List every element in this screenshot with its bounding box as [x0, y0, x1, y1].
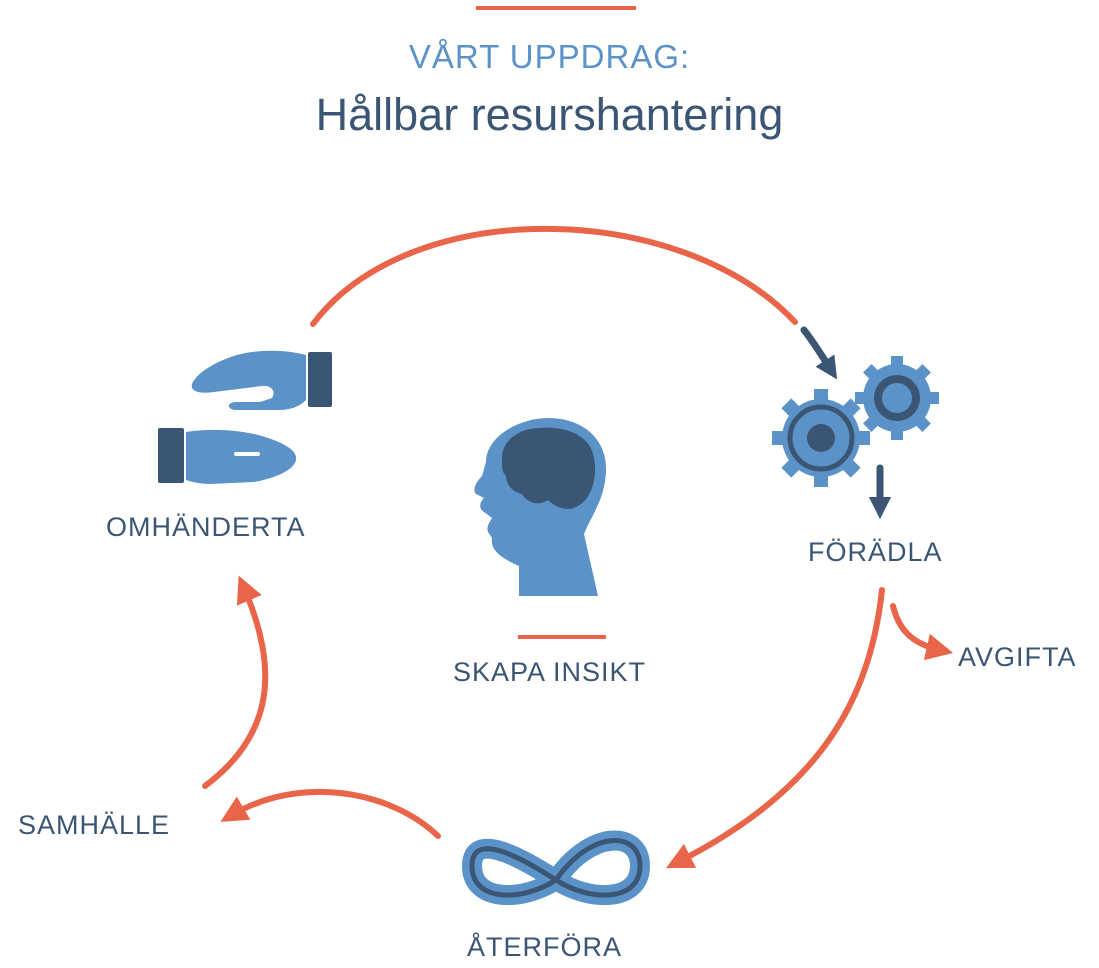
head-brain-icon: [474, 418, 606, 596]
node-label-omhanderta: OMHÄNDERTA: [106, 512, 306, 542]
node-label-avgifta: AVGIFTA: [958, 642, 1077, 672]
node-label-aterfora: ÅTERFÖRA: [467, 932, 623, 962]
arc-aterfora-to-samhalle: [220, 788, 441, 839]
arc-omhanderta-to-foradla: [310, 225, 798, 327]
infinity-icon: [462, 830, 650, 906]
center-label: SKAPA INSIKT: [452, 657, 647, 687]
arc-foradla-to-aterfora: [665, 587, 885, 869]
arc-samhalle-to-omhanderta: [202, 575, 269, 789]
gears-icon: [772, 326, 939, 520]
hands-icon: [158, 350, 332, 484]
node-label-foradla: FÖRÄDLA: [808, 537, 943, 567]
arc-foradla-to-avgifta: [890, 603, 954, 661]
node-label-samhalle: SAMHÄLLE: [18, 810, 171, 840]
mission-eyebrow: VÅRT UPPDRAG:: [408, 38, 691, 75]
page-title: Hållbar resurshantering: [315, 89, 784, 140]
